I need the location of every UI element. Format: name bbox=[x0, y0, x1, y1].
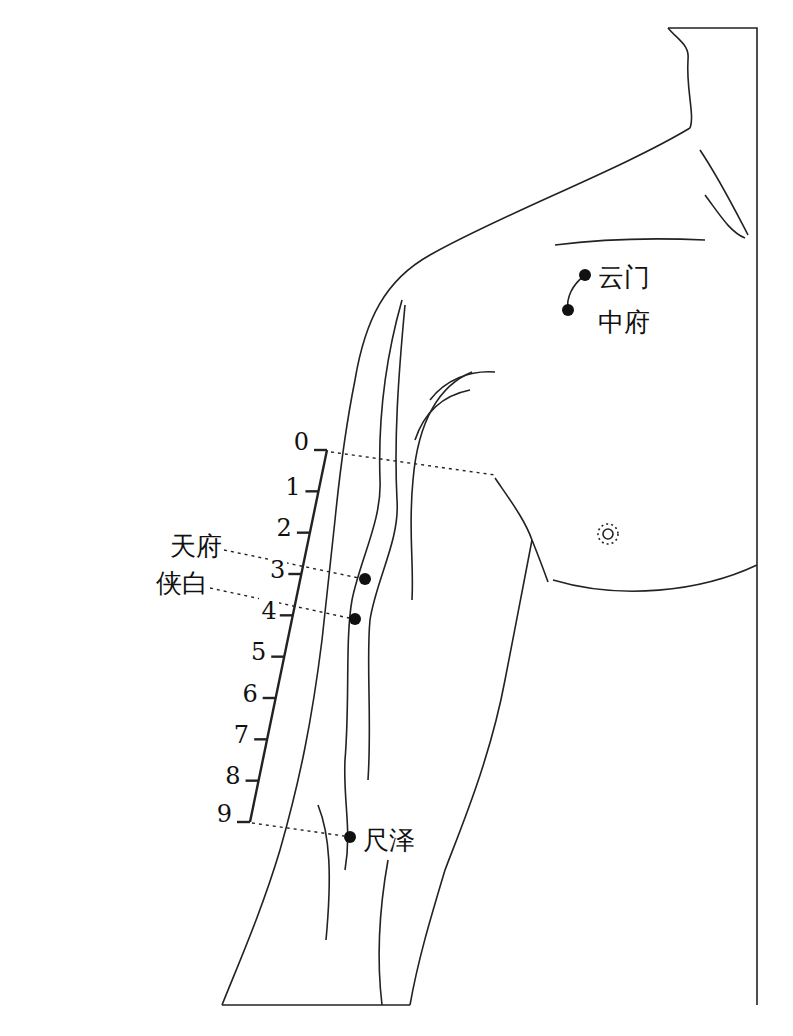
point-name: 中府 bbox=[598, 308, 650, 337]
leader-line bbox=[331, 452, 495, 475]
point-name: 天府 bbox=[170, 532, 222, 561]
scale-number: 9 bbox=[215, 801, 234, 827]
scale-number: 1 bbox=[283, 474, 302, 500]
scale-tick bbox=[280, 614, 293, 616]
scale-tick bbox=[271, 655, 284, 657]
scale-number: 3 bbox=[268, 557, 287, 583]
biceps-line bbox=[368, 305, 405, 780]
scale-number: 8 bbox=[223, 763, 242, 789]
nipple bbox=[603, 529, 613, 539]
scale-tick bbox=[246, 779, 259, 781]
scale-tick bbox=[297, 531, 310, 533]
scale-tick bbox=[305, 490, 318, 492]
scale-number: 7 bbox=[232, 722, 251, 748]
scale-number: 5 bbox=[249, 639, 268, 665]
chest-muscle-line bbox=[415, 390, 470, 440]
acupoint-dot bbox=[359, 573, 371, 585]
scale-number: 0 bbox=[292, 429, 311, 455]
scale-number: 2 bbox=[275, 515, 294, 541]
acupoint-dot bbox=[344, 831, 356, 843]
nipple-ring bbox=[598, 524, 618, 544]
scale-number: 4 bbox=[259, 598, 278, 624]
scale-tick bbox=[314, 449, 327, 451]
biceps-groove bbox=[345, 300, 402, 870]
point-name: 侠白 bbox=[156, 569, 208, 598]
leader-line bbox=[210, 588, 349, 618]
acupoint-dot bbox=[349, 613, 361, 625]
chest-curve bbox=[553, 565, 757, 591]
scale-ticks bbox=[237, 450, 327, 822]
inner-arm-outline bbox=[410, 540, 532, 1005]
scale-bar bbox=[250, 450, 327, 822]
neck-muscle-line bbox=[700, 150, 748, 235]
neck-outline bbox=[668, 28, 692, 128]
frame-line bbox=[668, 28, 757, 1005]
neck-muscle-line bbox=[705, 195, 745, 238]
point-name: 尺泽 bbox=[363, 826, 415, 855]
armpit-line bbox=[495, 478, 532, 540]
scale-tick bbox=[288, 573, 301, 575]
deltoid-line bbox=[411, 372, 472, 600]
leader-line bbox=[252, 823, 344, 836]
chest-side bbox=[532, 540, 548, 582]
leader-line bbox=[224, 550, 359, 578]
scale-tick bbox=[254, 738, 267, 740]
scale-tick bbox=[237, 821, 250, 823]
point-name: 云门 bbox=[598, 263, 650, 292]
acupoint-dot bbox=[562, 304, 574, 316]
acupoint-dot bbox=[579, 269, 591, 281]
scale-tick bbox=[263, 697, 276, 699]
clavicle-line bbox=[555, 239, 705, 245]
elbow-line bbox=[318, 805, 329, 940]
arm-outline bbox=[222, 128, 690, 1005]
elbow-line bbox=[379, 860, 388, 1005]
chest-muscle-line bbox=[430, 372, 495, 400]
scale-number: 6 bbox=[240, 681, 259, 707]
